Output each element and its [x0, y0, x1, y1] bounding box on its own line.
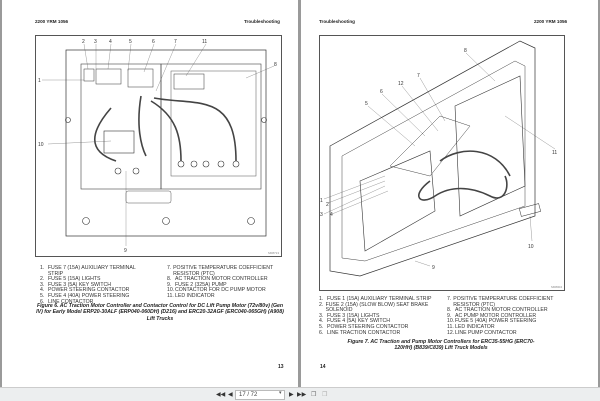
figure-caption: Figure 6. AC Traction Motor Controller a…	[36, 303, 284, 322]
figure-id: M08004	[551, 285, 562, 289]
callout-5: 5	[129, 39, 132, 45]
legend-item: 10.CONTACTOR FOR DC PUMP MOTOR	[167, 287, 266, 294]
chevron-down-icon[interactable]: ▾	[279, 390, 282, 396]
legend-item: 7.POSITIVE TEMPERATURE COEFFICIENT RESIS…	[167, 265, 274, 277]
legend-col2: 7.POSITIVE TEMPERATURE COEFFICIENT RESIS…	[447, 296, 565, 336]
callout-7: 7	[417, 73, 420, 79]
legend-item: 3.FUSE 3 (5A) KEY SWITCH	[40, 281, 112, 288]
two-page-view-icon[interactable]: ❐	[322, 392, 328, 398]
single-page-view-icon[interactable]: ❐	[311, 392, 317, 398]
legend-item: 8.AC TRACTION MOTOR CONTROLLER	[167, 276, 268, 283]
figure-id: M08713	[268, 251, 279, 255]
next-page-icon[interactable]: ▶	[289, 392, 294, 398]
page-number: 13	[278, 364, 284, 370]
callout-8: 8	[274, 62, 277, 68]
legend-item: 4.POWER STEERING CONTACTOR	[40, 287, 130, 294]
callout-8: 8	[464, 48, 467, 54]
callout-1: 1	[320, 198, 323, 204]
legend-item: 4.FUSE 4 (5A) KEY SWITCH	[319, 318, 391, 325]
callout-2: 2	[82, 39, 85, 45]
callout-1: 1	[38, 78, 41, 84]
callout-9: 9	[432, 265, 435, 271]
callout-6: 6	[152, 39, 155, 45]
legend-item: 8.AC TRACTION MOTOR CONTROLLER	[447, 307, 548, 314]
legend-item: 1.FUSE 1 (15A) AUXILIARY TERMINAL STRIP	[319, 296, 432, 302]
callout-4: 4	[330, 212, 333, 218]
callout-9: 9	[124, 248, 127, 254]
callout-3: 3	[94, 39, 97, 45]
legend-item: 2.FUSE 5 (15A) LIGHTS	[40, 276, 101, 283]
callout-10: 10	[38, 142, 44, 148]
figure-7-diagram: 1 2 3 4 5 6 7 8 9 10 11 12 M08004	[319, 35, 565, 291]
legend-item: 9.FUSE 2 (325A) PUMP	[167, 281, 227, 288]
legend-col1: 1.FUSE 1 (15A) AUXILIARY TERMINAL STRIP …	[319, 296, 434, 336]
callout-11: 11	[202, 39, 207, 45]
header-doc-id: 2200 YRM 1056	[35, 19, 69, 24]
callout-11: 11	[552, 150, 557, 156]
legend-item: 5.FUSE 4 (40A) POWER STEERING	[40, 292, 130, 299]
last-page-icon[interactable]: ▶▶	[297, 392, 307, 398]
pdf-toolbar: ◀◀ ◀ 17 / 72 ▾ ▶ ▶▶ ❐ ❐	[0, 387, 600, 401]
legend-item: 3.FUSE 3 (15A) LIGHTS	[319, 312, 380, 319]
callout-7: 7	[174, 39, 177, 45]
legend-item: 10.FUSE 5 (40A) POWER STEERING	[447, 318, 537, 325]
legend-item: 5.POWER STEERING CONTACTOR	[319, 323, 409, 330]
header-doc-id: 2200 YRM 1056	[534, 19, 568, 24]
legend-item: 2.FUSE 2 (15A) (SLOW BLOW) SEAT BRAKE SO…	[319, 301, 429, 314]
legend-item: 11.LED INDICATOR	[167, 292, 215, 299]
callout-4: 4	[109, 39, 112, 45]
legend-item: 11.LED INDICATOR	[447, 323, 495, 330]
legend-item: 9.AC PUMP MOTOR CONTROLLER	[447, 312, 537, 319]
legend-item: 6.LINE CONTACTOR	[40, 298, 94, 305]
legend-item: 12.LINE PUMP CONTACTOR	[447, 329, 517, 336]
page-number: 14	[320, 364, 326, 370]
legend-item: 6.LINE TRACTION CONTACTOR	[319, 329, 401, 336]
callout-10: 10	[528, 244, 534, 250]
callout-3: 3	[320, 212, 323, 218]
header-section: Troubleshooting	[319, 19, 355, 24]
callout-5: 5	[365, 101, 368, 107]
first-page-icon[interactable]: ◀◀	[216, 392, 226, 398]
left-page: 2200 YRM 1056 Troubleshooting	[2, 0, 298, 387]
legend-col2: 7.POSITIVE TEMPERATURE COEFFICIENT RESIS…	[167, 265, 282, 300]
callout-12: 12	[398, 81, 404, 87]
figure-caption: Figure 7. AC Traction and Pump Motor Con…	[347, 339, 535, 352]
header-section: Troubleshooting	[244, 19, 280, 24]
legend-col1: 1.FUSE 7 (15A) AUXILIARY TERMINAL STRIP …	[40, 265, 150, 305]
legend-item: 1.FUSE 7 (15A) AUXILIARY TERMINAL STRIP	[40, 265, 136, 277]
legend-item: 7.POSITIVE TEMPERATURE COEFFICIENT RESIS…	[447, 296, 554, 308]
callout-2: 2	[326, 202, 329, 208]
page-number-input[interactable]: 17 / 72	[235, 390, 285, 400]
prev-page-icon[interactable]: ◀	[228, 392, 233, 398]
figure-6-diagram: 1 2 3 4 5 6 7 8 9 10 11 M08713	[35, 35, 282, 257]
right-page: Troubleshooting 2200 YRM 1056 1 2 3 4 5 …	[301, 0, 598, 387]
callout-6: 6	[380, 89, 383, 95]
